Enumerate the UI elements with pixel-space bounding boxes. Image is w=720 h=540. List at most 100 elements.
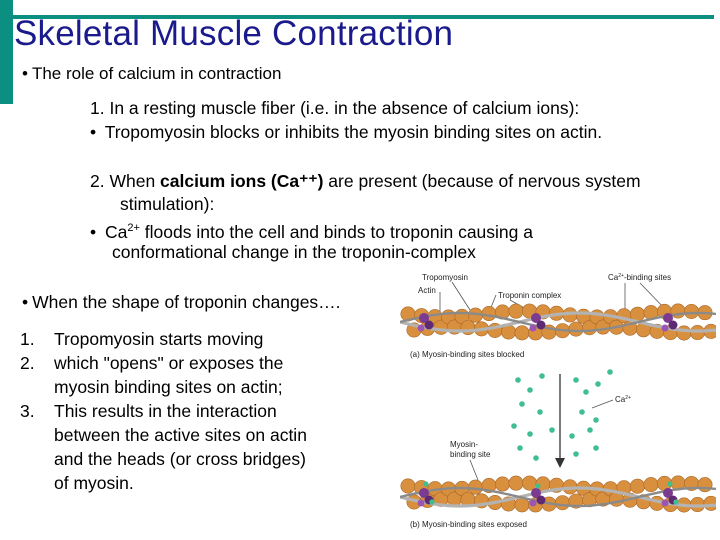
actin-bead xyxy=(468,479,484,495)
actin-bead xyxy=(697,477,713,493)
troponin-complex xyxy=(417,324,425,332)
bullet-marker: • xyxy=(90,221,97,242)
calcium-ion xyxy=(537,409,543,415)
troponin-complex xyxy=(529,499,537,507)
calcium-ion xyxy=(527,431,533,437)
accent-bar xyxy=(0,0,13,104)
bound-calcium-ion xyxy=(429,499,435,505)
calcium-ion xyxy=(583,389,589,395)
troponin-complex xyxy=(424,320,434,330)
actin-bead xyxy=(481,306,497,322)
actin-bead xyxy=(703,495,719,511)
label-myosin-binding-1: Myosin- xyxy=(450,440,478,449)
troponin-complex xyxy=(419,313,429,323)
calcium-ion xyxy=(539,373,545,379)
step-3-line-1: This results in the interaction xyxy=(54,401,277,421)
actin-tropomyosin-figure: Tropomyosin Actin Troponin complex Ca2+-… xyxy=(399,262,719,534)
calcium-charge: 2+ xyxy=(127,222,140,234)
troponin-complex xyxy=(536,495,546,505)
label-myosin-binding-2: binding site xyxy=(450,450,491,459)
step-3-line-4: of myosin. xyxy=(54,473,134,493)
actin-bead xyxy=(400,478,416,494)
point-2-sub-line-1: • Ca2+ floods into the cell and binds to… xyxy=(90,217,533,243)
label-ca-binding-sites: Ca2+-binding sites xyxy=(608,273,671,282)
calcium-ion xyxy=(587,427,593,433)
subtitle-text: The role of calcium in contraction xyxy=(31,64,282,83)
step-3-line-3: and the heads (or cross bridges) xyxy=(54,449,306,469)
ca-charge: 2+ xyxy=(625,395,631,401)
lower-bullet: •When the shape of troponin changes…. xyxy=(22,291,341,313)
ca-binding-symbol: Ca xyxy=(608,273,619,282)
calcium-ion xyxy=(515,377,521,383)
actin-bead xyxy=(555,495,571,511)
calcium-ion xyxy=(527,387,533,393)
step-2-line-2: myosin binding sites on actin; xyxy=(54,377,283,397)
point-2-suffix: are present (because of nervous system xyxy=(323,171,641,191)
calcium-ion xyxy=(579,409,585,415)
troponin-complex xyxy=(417,499,425,507)
actin-bead xyxy=(643,477,659,493)
calcium-ion xyxy=(569,433,575,439)
calcium-ion xyxy=(573,451,579,457)
label-troponin-complex: Troponin complex xyxy=(498,291,561,300)
troponin-complex xyxy=(419,488,429,498)
actin-bead xyxy=(460,320,476,336)
title-underline xyxy=(13,15,714,19)
step-3-num: 3. xyxy=(20,401,35,421)
transition-arrowhead xyxy=(555,458,565,468)
point-2-sub-text: floods into the cell and binds to tropon… xyxy=(139,221,533,242)
bullet-marker: • xyxy=(22,64,28,83)
ca-binding-charge: 2+ xyxy=(618,273,624,279)
troponin-complex xyxy=(531,488,541,498)
bound-calcium-ion xyxy=(423,481,429,487)
point-1-line-1: 1. In a resting muscle fiber (i.e. in th… xyxy=(90,98,580,118)
step-3-line-2: between the active sites on actin xyxy=(54,425,307,445)
step-1-line-1: Tropomyosin starts moving xyxy=(54,329,264,349)
troponin-complex xyxy=(529,324,537,332)
troponin-complex xyxy=(531,313,541,323)
actin-bead xyxy=(508,303,524,319)
actin-bead xyxy=(508,475,524,491)
step-1-num: 1. xyxy=(20,329,35,349)
bound-calcium-ion xyxy=(673,499,679,505)
calcium-ion xyxy=(533,455,539,461)
calcium-ion xyxy=(511,423,517,429)
actin-bead xyxy=(522,475,538,491)
actin-bead xyxy=(514,325,530,341)
lower-bullet-text: When the shape of troponin changes…. xyxy=(32,292,341,312)
figure-svg: Tropomyosin Actin Troponin complex Ca2+-… xyxy=(399,273,719,529)
point-2-prefix: 2. When xyxy=(90,171,161,191)
calcium-ion xyxy=(519,401,525,407)
actin-bead xyxy=(683,303,699,319)
leader-ca xyxy=(591,399,614,409)
leader-myosin-binding xyxy=(469,459,479,481)
calcium-ion xyxy=(549,427,555,433)
caption-b: (b) Myosin-binding sites exposed xyxy=(410,520,527,529)
troponin-complex xyxy=(663,313,673,323)
filament-exposed xyxy=(399,475,719,513)
bound-calcium-ion xyxy=(535,483,541,489)
actin-bead xyxy=(676,325,692,341)
troponin-complex xyxy=(661,324,669,332)
ca-symbol: Ca xyxy=(615,395,626,404)
bullet-marker: • xyxy=(90,122,97,142)
point-2-sub-line-2: conformational change in the troponin-co… xyxy=(112,242,476,262)
actin-bead xyxy=(630,478,646,494)
bullet-marker: • xyxy=(22,292,29,312)
label-tropomyosin: Tropomyosin xyxy=(422,273,468,282)
calcium-ion xyxy=(607,369,613,375)
troponin-complex xyxy=(663,488,673,498)
point-1-bullet-text: Tropomyosin blocks or inhibits the myosi… xyxy=(104,122,603,142)
calcium-ion xyxy=(595,381,601,387)
ca-binding-text: -binding sites xyxy=(624,273,671,282)
bound-calcium-ion xyxy=(667,481,673,487)
troponin-complex xyxy=(661,499,669,507)
troponin-complex xyxy=(668,320,678,330)
point-2-line-1: 2. When calcium ions (Ca⁺⁺) are present … xyxy=(90,170,641,192)
caption-a: (a) Myosin-binding sites blocked xyxy=(410,350,524,359)
label-ca: Ca2+ xyxy=(615,395,631,404)
step-2-num: 2. xyxy=(20,353,35,373)
calcium-ion xyxy=(517,445,523,451)
step-2-line-1: which "opens" or exposes the xyxy=(54,353,284,373)
point-2-bold: calcium ions (Ca⁺⁺) xyxy=(160,171,324,191)
